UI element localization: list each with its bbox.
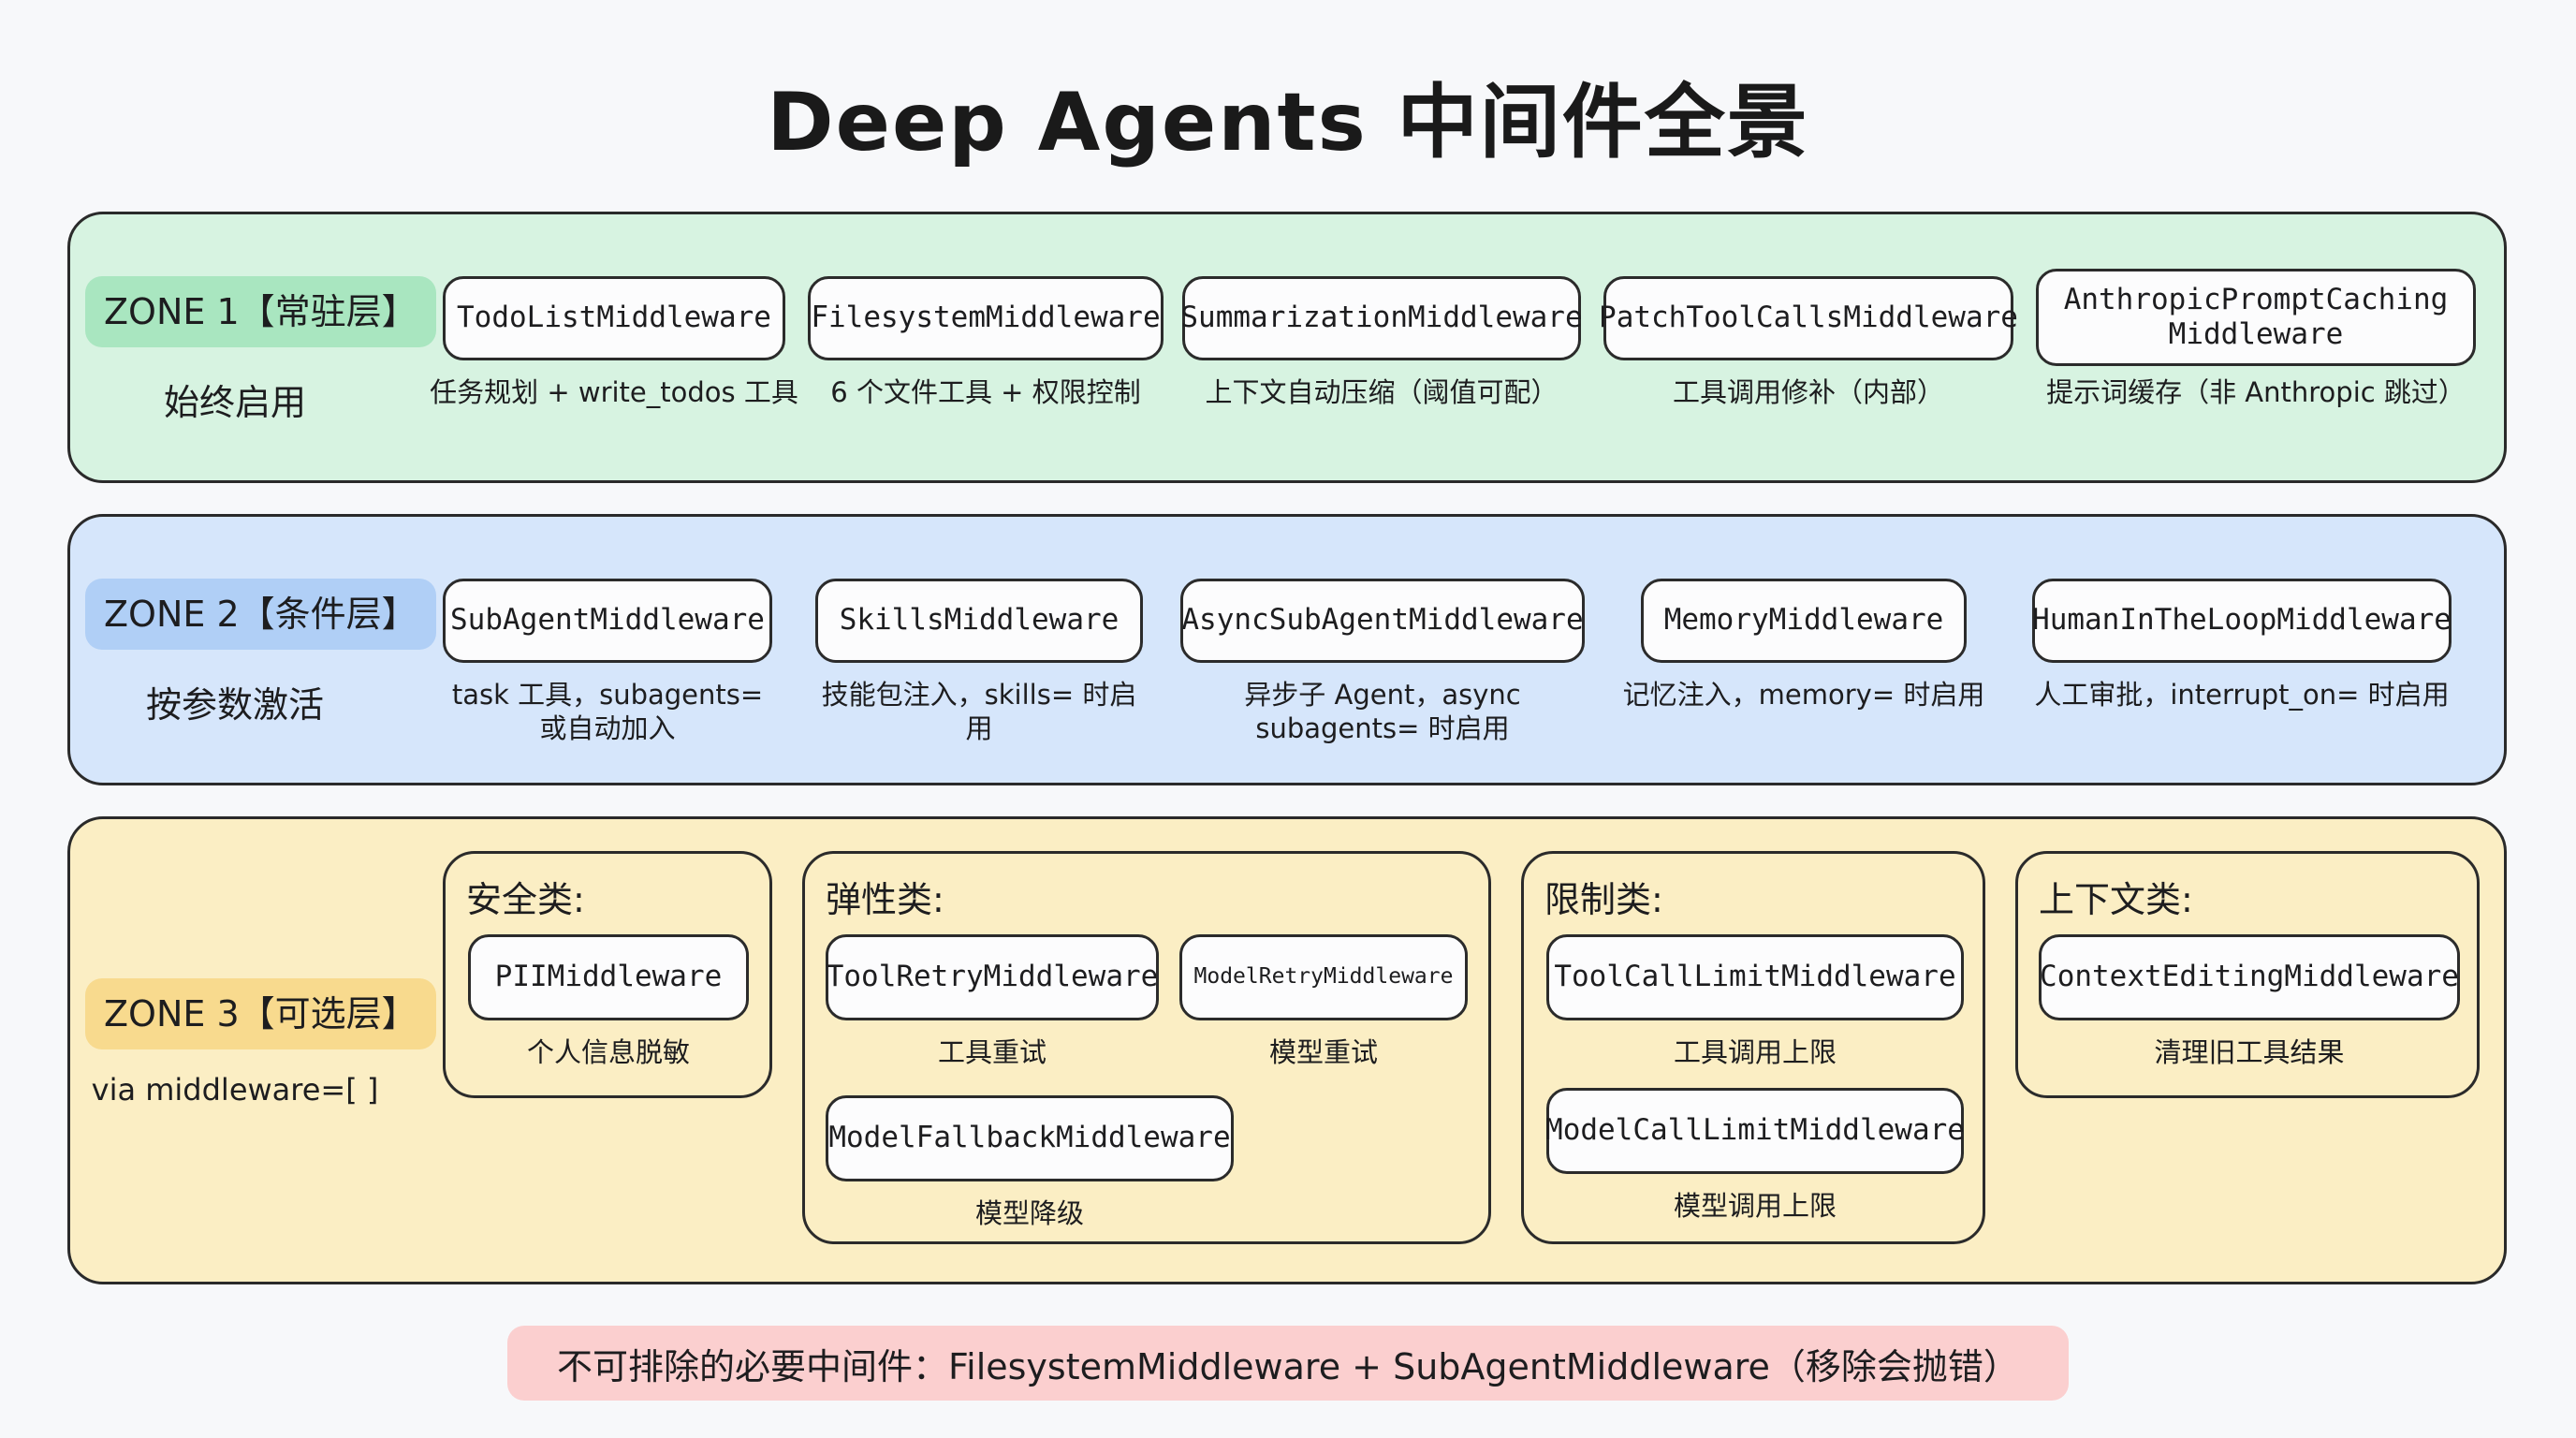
zone-3-tag: ZONE 3【可选层】 bbox=[85, 978, 436, 1049]
async-subagent-desc-line2: subagents= 时启用 bbox=[1255, 712, 1510, 745]
summarization-middleware-desc: 上下文自动压缩（阈值可配） bbox=[1205, 376, 1559, 408]
tool-retry-middleware-desc: 工具重试 bbox=[937, 1036, 1046, 1068]
resilience-group: 弹性类: ToolRetryMiddleware 工具重试 ModelRetry… bbox=[802, 851, 1491, 1244]
zone-1-subtitle: 始终启用 bbox=[163, 382, 306, 423]
async-subagent-desc-line1: 异步子 Agent，async bbox=[1244, 679, 1521, 711]
model-call-limit-middleware-desc: 模型调用上限 bbox=[1673, 1190, 1837, 1222]
pii-middleware-desc: 个人信息脱敏 bbox=[526, 1036, 690, 1068]
tool-retry-middleware-box: ToolRetryMiddleware bbox=[826, 934, 1159, 1020]
todolist-middleware-box: TodoListMiddleware bbox=[443, 276, 785, 360]
context-group: 上下文类: ContextEditingMiddleware 清理旧工具结果 bbox=[2015, 851, 2480, 1098]
async-subagent-middleware-desc: 异步子 Agent，async subagents= 时启用 bbox=[1162, 678, 1603, 746]
async-subagent-middleware-box: AsyncSubAgentMiddleware bbox=[1180, 579, 1585, 663]
summarization-middleware-box: SummarizationMiddleware bbox=[1180, 276, 1583, 360]
subagent-desc-line2: 或自动加入 bbox=[539, 712, 676, 745]
zone-2-panel: ZONE 2【条件层】 按参数激活 SubAgentMiddleware tas… bbox=[67, 514, 2507, 785]
patch-tool-calls-middleware-desc: 工具调用修补（内部） bbox=[1672, 376, 1944, 408]
zone-3-panel: ZONE 3【可选层】 via middleware=[ ] 安全类: PIIM… bbox=[67, 816, 2507, 1284]
human-in-the-loop-middleware-desc: 人工审批，interrupt_on= 时启用 bbox=[2004, 678, 2480, 712]
zone-2-subtitle: 按参数激活 bbox=[145, 684, 324, 726]
zone-1-tag: ZONE 1【常驻层】 bbox=[85, 276, 436, 347]
context-editing-middleware-desc: 清理旧工具结果 bbox=[2154, 1036, 2345, 1068]
zone-2-tag: ZONE 2【条件层】 bbox=[85, 579, 436, 650]
memory-middleware-desc: 记忆注入，memory= 时启用 bbox=[1603, 678, 2004, 712]
anthropic-prompt-caching-desc: 提示词缓存（非 Anthropic 跳过） bbox=[2046, 376, 2466, 408]
context-editing-middleware-box: ContextEditingMiddleware bbox=[2039, 934, 2460, 1020]
skills-middleware-desc: 技能包注入，skills= 时启 用 bbox=[797, 678, 1162, 746]
subagent-middleware-desc: task 工具，subagents= 或自动加入 bbox=[424, 678, 791, 746]
zone-3-subtitle: via middleware=[ ] bbox=[91, 1072, 379, 1108]
safety-group: 安全类: PIIMiddleware 个人信息脱敏 bbox=[443, 851, 772, 1098]
skills-middleware-box: SkillsMiddleware bbox=[815, 579, 1143, 663]
model-fallback-middleware-desc: 模型降级 bbox=[974, 1197, 1084, 1229]
diagram-title: Deep Agents 中间件全景 bbox=[767, 76, 1809, 169]
tool-call-limit-middleware-desc: 工具调用上限 bbox=[1673, 1036, 1837, 1068]
context-group-label: 上下文类: bbox=[2039, 879, 2193, 920]
zone-1-panel: ZONE 1【常驻层】 始终启用 TodoListMiddleware 任务规划… bbox=[67, 212, 2507, 483]
hitl-desc-line1: 人工审批，interrupt_on= 时启用 bbox=[2034, 679, 2450, 711]
subagent-middleware-box: SubAgentMiddleware bbox=[443, 579, 772, 663]
model-retry-middleware-box: ModelRetryMiddleware bbox=[1179, 934, 1468, 1020]
required-middleware-banner: 不可排除的必要中间件：FilesystemMiddleware + SubAge… bbox=[507, 1326, 2069, 1401]
memory-desc-line1: 记忆注入，memory= 时启用 bbox=[1622, 679, 1985, 711]
safety-group-label: 安全类: bbox=[466, 879, 585, 920]
human-in-the-loop-middleware-box: HumanInTheLoopMiddleware bbox=[2032, 579, 2452, 663]
model-call-limit-middleware-box: ModelCallLimitMiddleware bbox=[1545, 1088, 1965, 1174]
tool-call-limit-middleware-box: ToolCallLimitMiddleware bbox=[1546, 934, 1964, 1020]
filesystem-middleware-box: FilesystemMiddleware bbox=[808, 276, 1164, 360]
subagent-desc-line1: task 工具，subagents= bbox=[451, 679, 764, 711]
anthropic-prompt-caching-middleware-box: AnthropicPromptCaching Middleware bbox=[2036, 269, 2476, 366]
model-fallback-middleware-box: ModelFallbackMiddleware bbox=[826, 1095, 1234, 1181]
anthropic-prompt-caching-name-line1: AnthropicPromptCaching bbox=[2063, 282, 2449, 316]
limits-group-label: 限制类: bbox=[1544, 879, 1663, 920]
limits-group: 限制类: ToolCallLimitMiddleware 工具调用上限 Mode… bbox=[1521, 851, 1985, 1244]
todolist-middleware-desc: 任务规划 + write_todos 工具 bbox=[430, 376, 798, 408]
model-retry-middleware-desc: 模型重试 bbox=[1268, 1036, 1378, 1068]
skills-desc-line2: 用 bbox=[965, 712, 993, 745]
memory-middleware-box: MemoryMiddleware bbox=[1641, 579, 1967, 663]
patch-tool-calls-middleware-box: PatchToolCallsMiddleware bbox=[1599, 276, 2018, 360]
pii-middleware-box: PIIMiddleware bbox=[468, 934, 749, 1020]
resilience-group-label: 弹性类: bbox=[826, 879, 944, 920]
anthropic-prompt-caching-name-line2: Middleware bbox=[2168, 317, 2344, 351]
skills-desc-line1: 技能包注入，skills= 时启 bbox=[821, 679, 1137, 711]
filesystem-middleware-desc: 6 个文件工具 + 权限控制 bbox=[830, 376, 1141, 408]
